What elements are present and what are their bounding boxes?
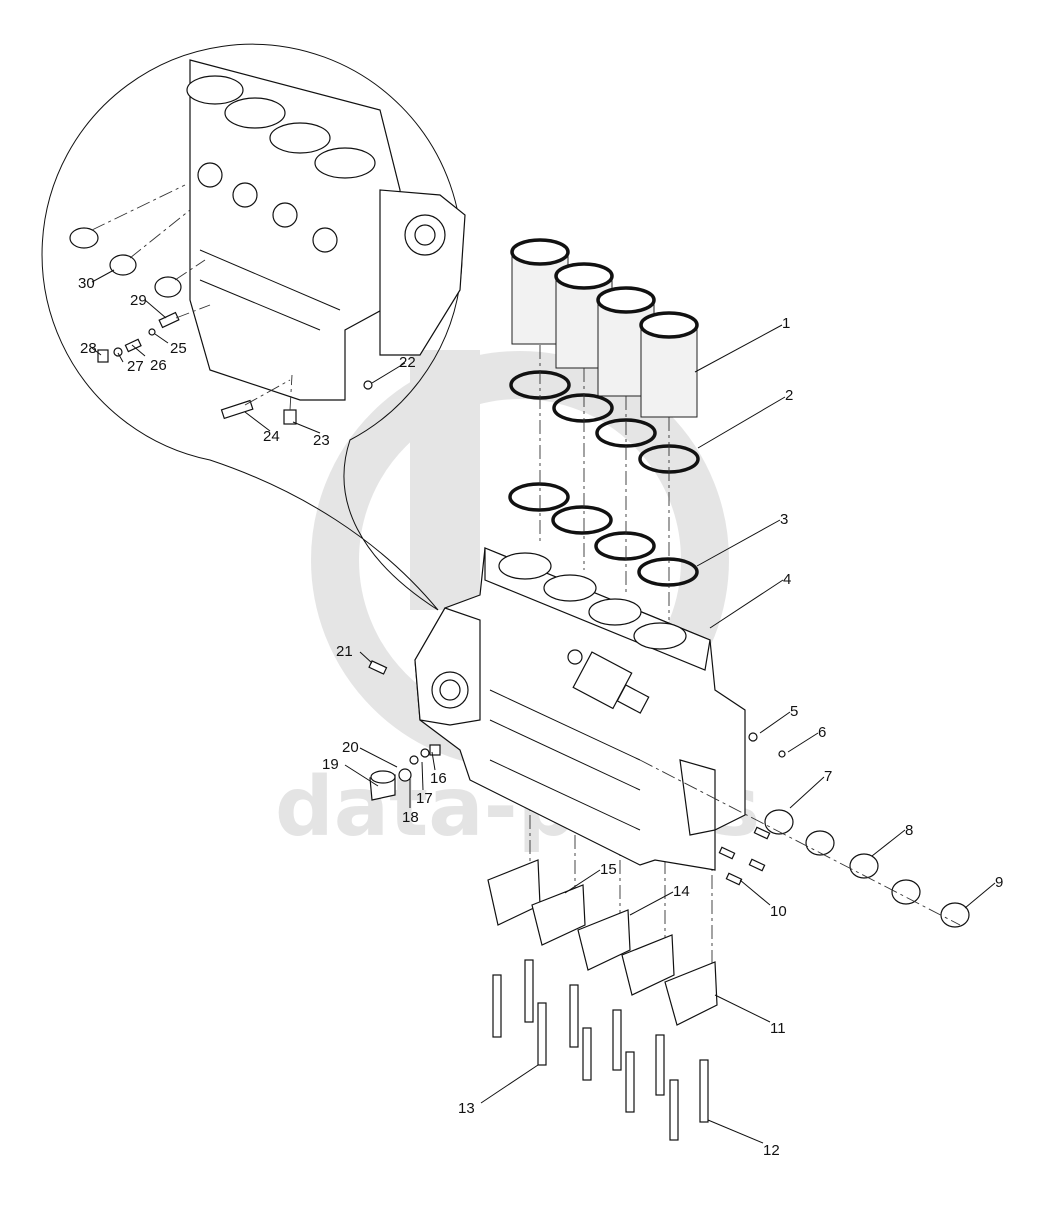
callout-labels: 1 2 3 4 5 6 7 8 9 10 11 12 13 14 15 16 1… — [78, 275, 1003, 1159]
callout-1: 1 — [782, 315, 790, 332]
callout-30: 30 — [78, 275, 95, 292]
callout-20: 20 — [342, 739, 359, 756]
callout-7: 7 — [824, 768, 832, 785]
callout-22: 22 — [399, 354, 416, 371]
callout-12: 12 — [763, 1142, 780, 1159]
callout-5: 5 — [790, 703, 798, 720]
callout-2: 2 — [785, 387, 793, 404]
callout-9: 9 — [995, 874, 1003, 891]
o-rings-lower — [508, 482, 699, 587]
detail-inset — [41, 43, 466, 611]
callout-15: 15 — [600, 861, 617, 878]
callout-13: 13 — [458, 1100, 475, 1117]
callout-4: 4 — [783, 571, 791, 588]
liner-4 — [639, 311, 699, 418]
small-fittings — [368, 660, 786, 886]
callout-19: 19 — [322, 756, 339, 773]
callout-11: 11 — [770, 1020, 786, 1037]
watermark-logo-bar — [410, 350, 480, 610]
callout-24: 24 — [263, 428, 280, 445]
callout-25: 25 — [170, 340, 187, 357]
callout-27: 27 — [127, 358, 144, 375]
leader-lines — [91, 269, 996, 1144]
callout-21: 21 — [336, 643, 353, 660]
inset-engine-block — [186, 59, 466, 401]
callout-6: 6 — [818, 724, 826, 741]
camshaft-bushings — [639, 759, 970, 928]
detail-bubble-outline — [41, 43, 463, 611]
callout-29: 29 — [130, 292, 147, 309]
engine-block — [414, 547, 746, 871]
callout-16: 16 — [430, 770, 447, 787]
callout-26: 26 — [150, 357, 167, 374]
main-bearing-caps — [487, 859, 718, 1026]
callout-3: 3 — [780, 511, 788, 528]
callout-23: 23 — [313, 432, 330, 449]
callout-8: 8 — [905, 822, 913, 839]
callout-28: 28 — [80, 340, 97, 357]
main-bearing-bolts — [492, 959, 709, 1141]
cylinder-liners — [510, 238, 699, 418]
callout-14: 14 — [673, 883, 690, 900]
callout-17: 17 — [416, 790, 433, 807]
liner-1 — [510, 238, 570, 345]
callout-18: 18 — [402, 809, 419, 826]
callout-10: 10 — [770, 903, 787, 920]
